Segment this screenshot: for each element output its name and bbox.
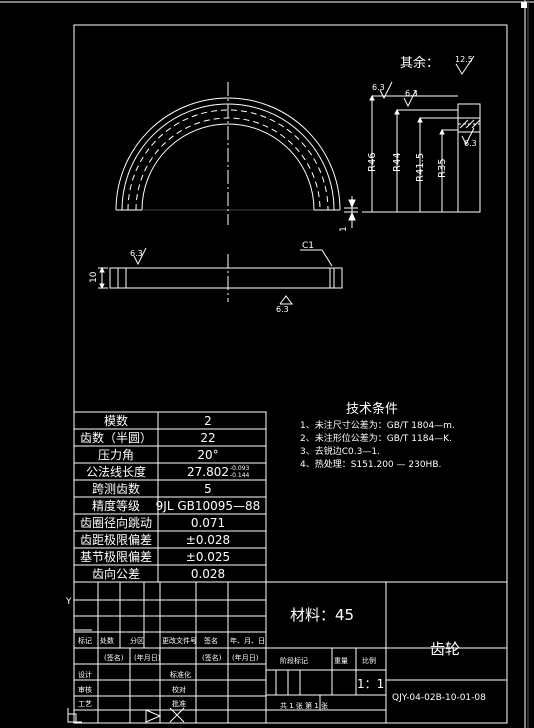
dim-r44: R44 [392,152,403,172]
stage-col-2: 重量 [334,657,348,665]
corner-marker [521,2,527,8]
dim-r46: R46 [367,152,378,172]
head-col-1: 标记 [78,636,92,645]
stage-col-1: 阶段标记 [280,656,308,665]
outer-arc [115,97,341,211]
row-design-6: (年月日) [232,653,259,662]
dim-r35: R35 [437,158,448,178]
param-label: 模数 [104,413,128,428]
param-value: 27.802 [187,465,229,479]
row-craft-1: 工艺 [78,700,92,708]
param-tol-upper: -0.093 [230,465,250,472]
row-design-4: 标准化 [170,670,191,679]
row-craft-2: 批准 [172,699,186,708]
drawing-number: QJY-04-02B-10-01-08 [392,693,486,703]
row-design-2: (签名) [104,653,124,662]
tech-line-4: 4、热处理：S151.200 — 230HB. [300,458,441,470]
param-label: 齿数（半圆） [80,430,152,445]
row-check-1: 审核 [78,685,92,694]
section-view [362,94,481,213]
sheet-info: 共 1 张 第 1 张 [280,701,328,710]
tech-line-2: 2、未注形位公差为：GB/T 1184—K. [300,432,452,444]
title-block [73,581,508,724]
param-value: ±0.028 [186,533,230,547]
param-label: 精度等级 [92,498,140,513]
param-label: 跨测齿数 [92,481,140,496]
roughness-label: 其余： [400,55,439,71]
tech-title: 技术条件 [346,401,398,417]
param-label: 齿向公差 [92,566,140,581]
front-view [115,82,358,228]
material-label: 材料：45 [290,606,354,624]
param-label: 压力角 [98,448,134,462]
dim-height: 10 [89,271,99,283]
head-col-6: 年、月、日 [230,636,265,645]
roughness-mark-5: 6.3 [276,305,289,314]
inner-arc [141,123,315,211]
roughness-mark-4: 6.3 [130,249,143,258]
param-value: 9JL GB10095—88 [156,499,261,513]
roughness-mark-3: 6.3 [464,139,477,148]
ucs-icon[interactable] [67,600,92,723]
param-table [73,411,267,583]
head-col-2: 处数 [100,636,114,645]
param-value: 22 [200,431,215,445]
param-tol-lower: -0.144 [230,472,250,479]
part-name: 齿轮 [430,640,460,658]
tech-line-3: 3、去锐边C0.3—1. [300,445,380,457]
head-col-5: 签名 [204,636,218,645]
param-rows: 模数 2 齿数（半圆） 22 压力角 20° 公法线长度 27.802 跨测齿数 5 精度等级 9JL… [80,413,260,581]
param-label: 齿圈径向跳动 [80,515,152,530]
row-check-2: 校对 [172,685,186,694]
roughness-general-symbol [455,55,475,75]
param-value: 5 [204,482,212,496]
param-value: 2 [204,414,212,428]
ucs-y-label: Y [65,597,72,607]
row-design-5: (签名) [202,653,222,662]
param-label: 公法线长度 [86,464,146,479]
param-label: 基节极限偏差 [80,549,152,564]
row-design-1: 设计 [78,670,92,679]
roughness-mark-1: 6.3 [372,83,385,92]
roughness-mark-2: 6.3 [405,89,418,98]
side-view [98,247,343,305]
stage-col-3: 比例 [362,656,376,665]
head-col-4: 更改文件号 [162,636,197,645]
param-value: 20° [197,448,218,462]
param-value: ±0.025 [186,550,230,564]
roughness-symbols-section [379,81,475,146]
scale-value: 1：1 [357,677,384,691]
param-value: 0.028 [191,567,225,581]
head-col-3: 分区 [130,636,144,645]
ucs-xy-icon[interactable] [145,707,185,723]
roughness-top-value: 12.5 [455,55,473,64]
root-arc [135,117,321,211]
chamfer-label: C1 [302,241,314,251]
param-label: 齿距极限偏差 [80,532,152,547]
row-design-3: (年月日) [134,653,161,662]
param-value: 0.071 [191,516,225,530]
dim-r41-5: R41.5 [415,153,426,182]
dim-gap-label: 1 [339,226,349,232]
tech-line-1: 1、未注尺寸公差为：GB/T 1804—m. [300,419,455,431]
